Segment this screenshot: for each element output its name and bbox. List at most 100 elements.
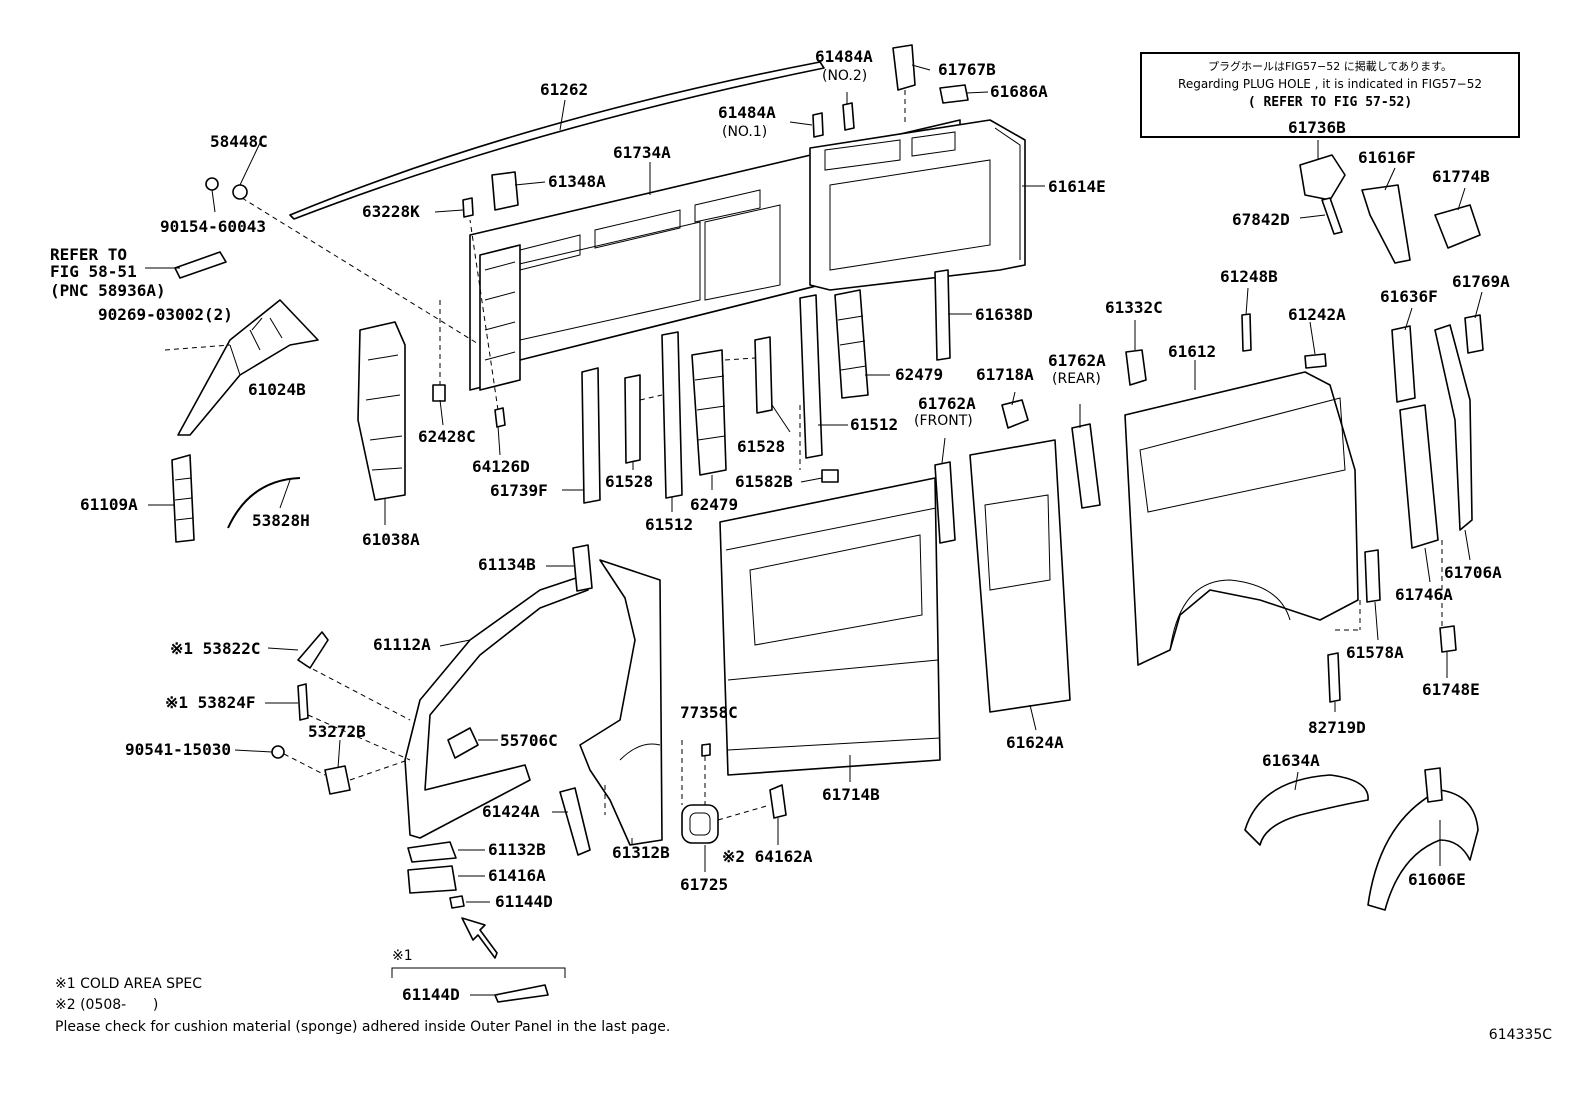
part-64126D: [494, 407, 506, 428]
label-64162A: ※2 64162A: [722, 847, 813, 866]
part-61638D: [934, 269, 951, 361]
label-61725: 61725: [680, 875, 728, 894]
label-61718A: 61718A: [976, 365, 1034, 384]
label-53828H: 53828H: [252, 511, 310, 530]
label-refer-fig: FIG 58-51: [50, 262, 137, 281]
part-62479-left: [691, 349, 727, 476]
label-77358C: 77358C: [680, 703, 738, 722]
label-61134B: 61134B: [478, 555, 536, 574]
label-61144D: 61144D: [495, 892, 553, 911]
label-53272B: 53272B: [308, 722, 366, 741]
part-61134B: [572, 544, 593, 592]
label-61634A: 61634A: [1262, 751, 1320, 770]
part-61512-right: [799, 294, 823, 459]
part-61725-fuel-lid: [681, 804, 719, 844]
label-61706A: 61706A: [1444, 563, 1502, 582]
part-61528-right: [754, 336, 773, 414]
label-61578A: 61578A: [1346, 643, 1404, 662]
part-61348A: [491, 171, 519, 211]
label-63228K: 63228K: [362, 202, 420, 221]
label-61762A-front: 61762A: [918, 394, 976, 413]
label-61616F: 61616F: [1358, 148, 1416, 167]
label-61484A-no1: 61484A: [718, 103, 776, 122]
part-61484A-no2: [842, 102, 855, 131]
footnote-cushion-material: Please check for cushion material (spong…: [55, 1019, 671, 1035]
part-61024B-pillar: [177, 299, 319, 436]
label-90154-60043: 90154-60043: [160, 217, 266, 236]
part-77358C: [701, 743, 711, 757]
label-61624A: 61624A: [1006, 733, 1064, 752]
label-62479-left: 62479: [690, 495, 738, 514]
part-61144D-cold: [494, 984, 549, 1003]
refer-note-en: Regarding PLUG HOLE , it is indicated in…: [1178, 77, 1482, 91]
part-61109A: [171, 454, 195, 543]
part-61624A-center-panel: [969, 439, 1071, 713]
label-61612: 61612: [1168, 342, 1216, 361]
part-62479-right: [834, 289, 869, 399]
part-61528-left: [624, 374, 641, 464]
label-61112A: 61112A: [373, 635, 431, 654]
label-61262: 61262: [540, 80, 588, 99]
part-61767B: [892, 44, 916, 91]
label-61484A-no2-sub: (NO.2): [822, 68, 867, 84]
part-61512-left: [661, 331, 683, 499]
label-61767B: 61767B: [938, 60, 996, 79]
label-61348A: 61348A: [548, 172, 606, 191]
part-61614E-rear-inner: [809, 119, 1026, 291]
figure-code: 614335C: [1488, 1027, 1552, 1043]
part-61242A: [1304, 353, 1327, 369]
cold-spec-bracket: [391, 967, 566, 978]
label-61714B: 61714B: [822, 785, 880, 804]
label-61528-right: 61528: [737, 437, 785, 456]
label-61038A: 61038A: [362, 530, 420, 549]
label-61606E: 61606E: [1408, 870, 1466, 889]
part-63228K: [462, 197, 474, 218]
label-61762A-rear: 61762A: [1048, 351, 1106, 370]
part-61612-quarter-outer: [1124, 371, 1359, 666]
part-82719D: [1327, 652, 1341, 703]
label-cold-star: ※1: [392, 948, 413, 964]
part-61762A-rear: [1071, 423, 1101, 509]
part-61706A: [1434, 324, 1473, 531]
part-61144D: [449, 895, 465, 909]
part-61132B: [407, 841, 457, 863]
label-61109A: 61109A: [80, 495, 138, 514]
label-61024B: 61024B: [248, 380, 306, 399]
part-62428C: [432, 384, 446, 402]
part-61262-roof-rail: [289, 61, 825, 220]
part-61112A-front-frame: [404, 574, 589, 839]
part-61636F: [1391, 325, 1416, 403]
label-90269-03002: 90269-03002(2): [98, 305, 233, 324]
label-61769A: 61769A: [1452, 272, 1510, 291]
label-61484A-no2: 61484A: [815, 47, 873, 66]
part-53824F: [297, 683, 309, 721]
part-61718A: [1001, 399, 1029, 429]
label-61614E: 61614E: [1048, 177, 1106, 196]
label-61332C: 61332C: [1105, 298, 1163, 317]
part-61736B: [1299, 154, 1346, 201]
label-61248B: 61248B: [1220, 267, 1278, 286]
part-61582B: [821, 469, 839, 483]
leader-lines: [145, 64, 1483, 996]
label-53824F: ※1 53824F: [165, 693, 255, 712]
label-64126D: 64126D: [472, 457, 530, 476]
label-58448C: 58448C: [210, 132, 268, 151]
part-61606E-wheelhouse-inner: [1367, 767, 1479, 911]
part-53822C: [297, 631, 329, 669]
part-61634A-wheelhouse: [1244, 774, 1369, 846]
part-61686A: [939, 84, 969, 104]
part-61312B-pillar-outer: [579, 559, 663, 846]
label-61144D-cold: 61144D: [402, 985, 460, 1004]
label-61746A: 61746A: [1395, 585, 1453, 604]
part-67842D: [1321, 197, 1343, 235]
label-61312B: 61312B: [612, 843, 670, 862]
part-53828H-hose: [227, 477, 301, 529]
part-53272B: [324, 765, 351, 795]
label-61762A-front-sub: (FRONT): [914, 413, 973, 429]
part-61416A: [407, 865, 457, 894]
part-61774B: [1434, 204, 1481, 249]
part-55706C: [447, 727, 479, 759]
label-67842D: 67842D: [1232, 210, 1290, 229]
label-61686A: 61686A: [990, 82, 1048, 101]
label-61736B: 61736B: [1288, 118, 1346, 137]
